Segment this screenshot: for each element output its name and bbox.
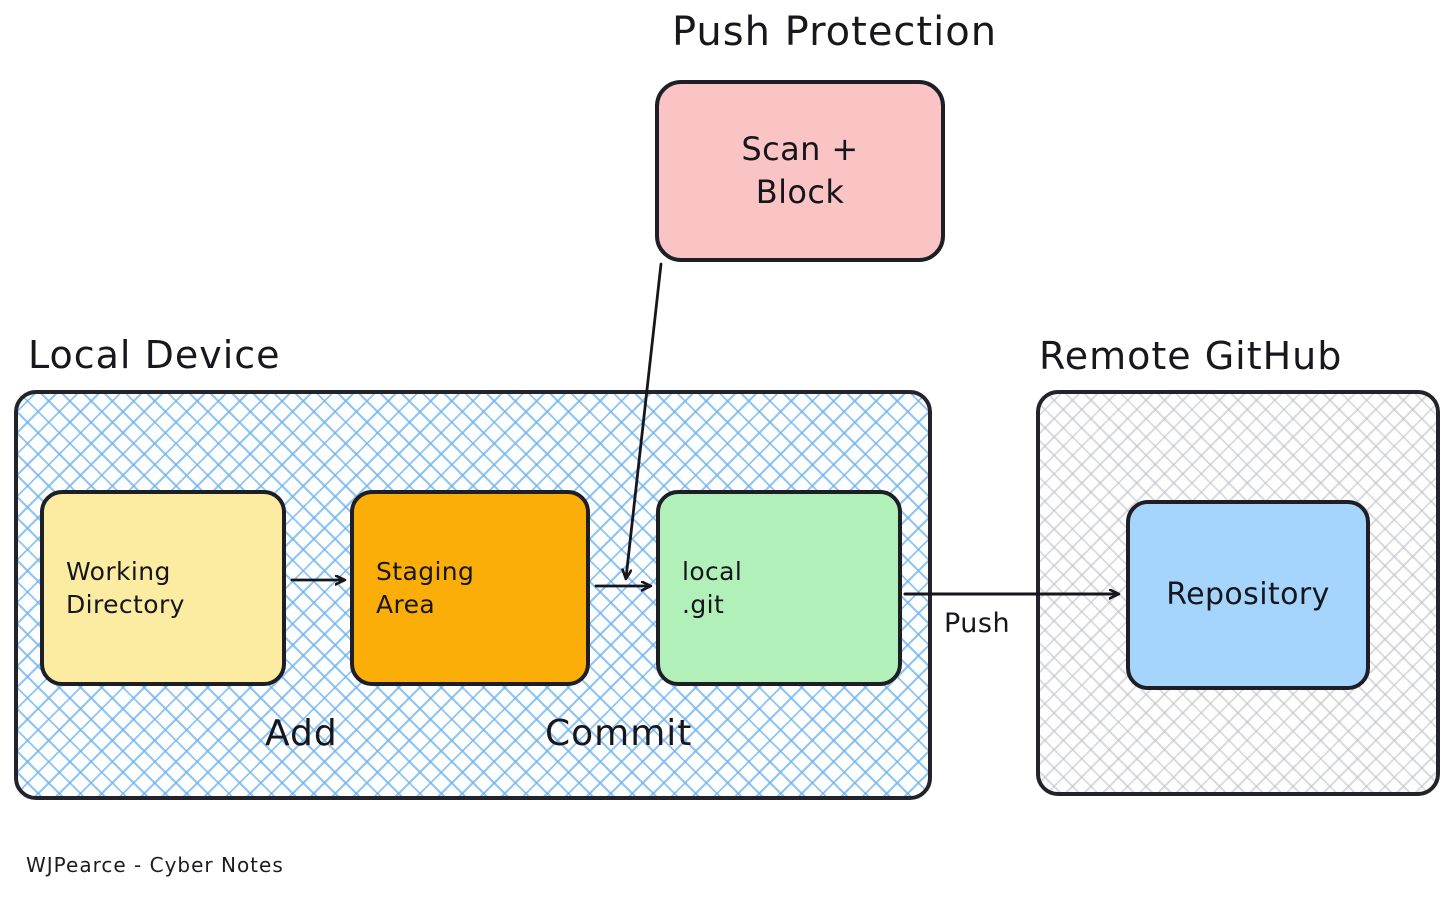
node-staging-area-label: Staging Area: [376, 557, 475, 619]
node-local-git-label: local .git: [682, 557, 743, 619]
edge-label-commit: Commit: [545, 713, 693, 754]
edge-label-add: Add: [265, 713, 338, 754]
local-device-title: Local Device: [28, 333, 281, 377]
node-scan-block-label: Scan + Block: [741, 129, 859, 211]
remote-github-region: [1036, 390, 1440, 796]
push-protection-title: Push Protection: [672, 9, 998, 55]
node-repository[interactable]: Repository: [1126, 500, 1370, 690]
footer-credit: WJPearce - Cyber Notes: [26, 853, 284, 877]
edge-label-push: Push: [944, 608, 1011, 639]
node-working-directory-label: Working Directory: [66, 557, 185, 619]
remote-github-title: Remote GitHub: [1039, 334, 1343, 378]
node-scan-block[interactable]: Scan + Block: [655, 80, 945, 262]
node-working-directory[interactable]: Working Directory: [40, 490, 286, 686]
node-repository-label: Repository: [1166, 577, 1330, 613]
node-local-git[interactable]: local .git: [656, 490, 902, 686]
node-staging-area[interactable]: Staging Area: [350, 490, 590, 686]
